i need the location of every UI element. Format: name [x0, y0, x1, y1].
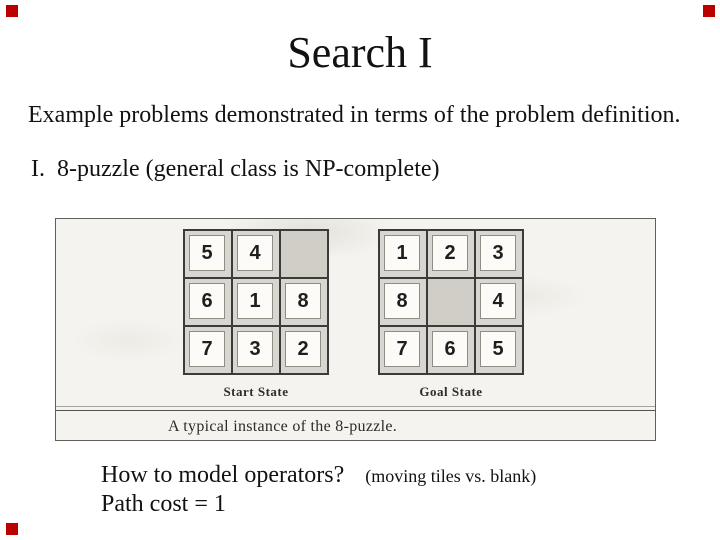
puzzle-cell: 4	[233, 231, 279, 277]
puzzle-cell-blank	[281, 231, 327, 277]
puzzle-cell: 3	[476, 231, 522, 277]
puzzle-tile: 7	[384, 331, 420, 367]
puzzle-tile: 8	[384, 283, 420, 319]
puzzle-cell: 7	[185, 327, 231, 373]
puzzle-tile: 4	[480, 283, 516, 319]
puzzle-tile: 5	[480, 331, 516, 367]
puzzle-cell: 5	[476, 327, 522, 373]
red-corner-marker-bottom-left	[6, 523, 18, 535]
path-cost-text: Path cost = 1	[101, 491, 226, 517]
intro-text: Example problems demonstrated in terms o…	[28, 102, 681, 128]
goal-state-label: Goal State	[419, 384, 483, 399]
question-text: How to model operators?	[101, 462, 345, 488]
figure-separator-line	[56, 406, 655, 411]
item-heading: I. 8-puzzle (general class is NP-complet…	[31, 156, 440, 182]
puzzle-cell-blank	[428, 279, 474, 325]
puzzle-tile: 2	[285, 331, 321, 367]
puzzle-cell: 6	[185, 279, 231, 325]
puzzle-tile: 1	[237, 283, 273, 319]
puzzle-tile: 3	[237, 331, 273, 367]
puzzle-tile: 8	[285, 283, 321, 319]
puzzle-tile: 2	[432, 235, 468, 271]
puzzle-cell: 8	[281, 279, 327, 325]
question-line: How to model operators? (moving tiles vs.…	[101, 462, 536, 489]
puzzle-cell: 4	[476, 279, 522, 325]
puzzle-cell: 1	[233, 279, 279, 325]
start-state-label: Start State	[223, 384, 289, 399]
red-corner-marker-top-left	[6, 5, 18, 17]
puzzle-tile: 1	[384, 235, 420, 271]
puzzle-cell: 2	[428, 231, 474, 277]
puzzle-cell: 8	[380, 279, 426, 325]
puzzle-cell: 1	[380, 231, 426, 277]
puzzle-tile: 5	[189, 235, 225, 271]
puzzle-cell: 7	[380, 327, 426, 373]
puzzle-tile: 3	[480, 235, 516, 271]
puzzle-tile: 4	[237, 235, 273, 271]
slide-title: Search I	[287, 28, 433, 77]
red-corner-marker-top-right	[703, 5, 715, 17]
question-note: (moving tiles vs. blank)	[365, 466, 537, 486]
puzzle-cell: 5	[185, 231, 231, 277]
puzzle-tile: 6	[432, 331, 468, 367]
figure-caption: A typical instance of the 8-puzzle.	[168, 418, 398, 435]
puzzle-cell: 6	[428, 327, 474, 373]
puzzle-cell: 2	[281, 327, 327, 373]
puzzle-tile: 7	[189, 331, 225, 367]
puzzle-cell: 3	[233, 327, 279, 373]
puzzle-tile: 6	[189, 283, 225, 319]
